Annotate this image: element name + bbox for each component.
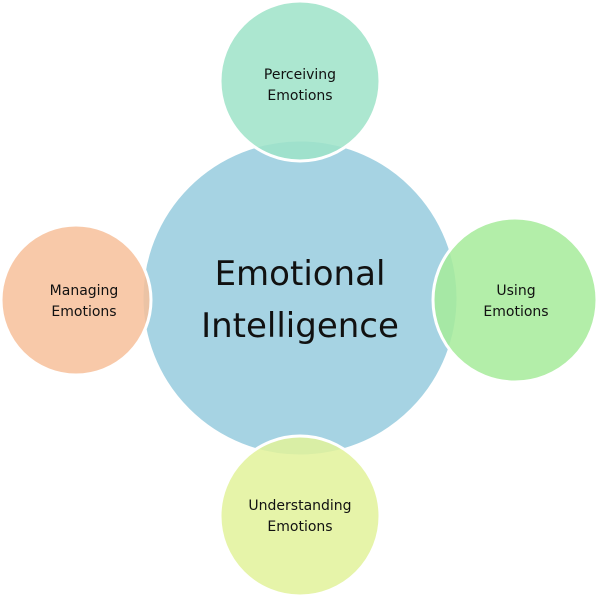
managing-label-1: Managing	[50, 283, 119, 299]
center-circle	[140, 138, 460, 458]
managing-circle	[0, 223, 153, 377]
understanding-label-2: Emotions	[267, 519, 332, 535]
managing-label-2: Emotions	[51, 304, 116, 320]
perceiving-label-1: Perceiving	[264, 67, 336, 83]
perceiving-circle	[218, 0, 382, 163]
using-circle	[431, 216, 599, 384]
understanding-label-1: Understanding	[248, 498, 351, 514]
center-title-line2: Intelligence	[201, 306, 399, 346]
using-label-1: Using	[496, 283, 535, 299]
using-label-2: Emotions	[483, 304, 548, 320]
center-title-line1: Emotional	[215, 254, 386, 294]
perceiving-label-2: Emotions	[267, 88, 332, 104]
understanding-circle	[218, 434, 382, 598]
